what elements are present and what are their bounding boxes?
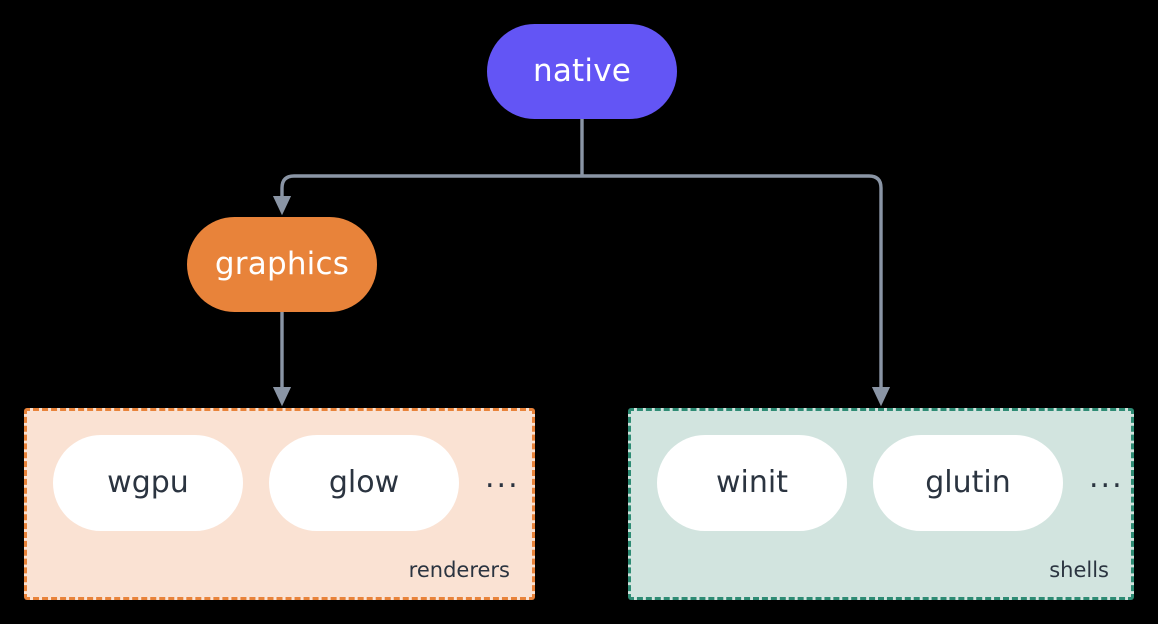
chip-glutin-label: glutin (925, 465, 1011, 500)
chip-glow[interactable]: glow (269, 435, 459, 531)
node-native-label: native (532, 53, 632, 89)
group-renderers: wgpu glow ... renderers (24, 408, 535, 600)
chip-wgpu[interactable]: wgpu (53, 435, 243, 531)
node-native[interactable]: native (487, 24, 677, 119)
chip-winit[interactable]: winit (657, 435, 847, 531)
group-renderers-items: wgpu glow ... (53, 435, 520, 531)
chip-glow-label: glow (328, 465, 400, 500)
renderers-overflow-ellipsis: ... (485, 460, 520, 495)
node-graphics-label: graphics (214, 246, 350, 282)
edge-native-to-graphics (272, 174, 582, 216)
node-graphics[interactable]: graphics (187, 217, 377, 312)
group-shells: winit glutin ... shells (628, 408, 1134, 600)
chip-wgpu-label: wgpu (107, 465, 189, 500)
group-renderers-title: renderers (408, 558, 510, 582)
chip-glutin[interactable]: glutin (873, 435, 1063, 531)
shells-overflow-ellipsis: ... (1089, 460, 1124, 495)
edge-native-to-shells (582, 174, 891, 407)
chip-winit-label: winit (716, 465, 788, 500)
group-shells-title: shells (1049, 558, 1109, 582)
group-shells-items: winit glutin ... (657, 435, 1124, 531)
